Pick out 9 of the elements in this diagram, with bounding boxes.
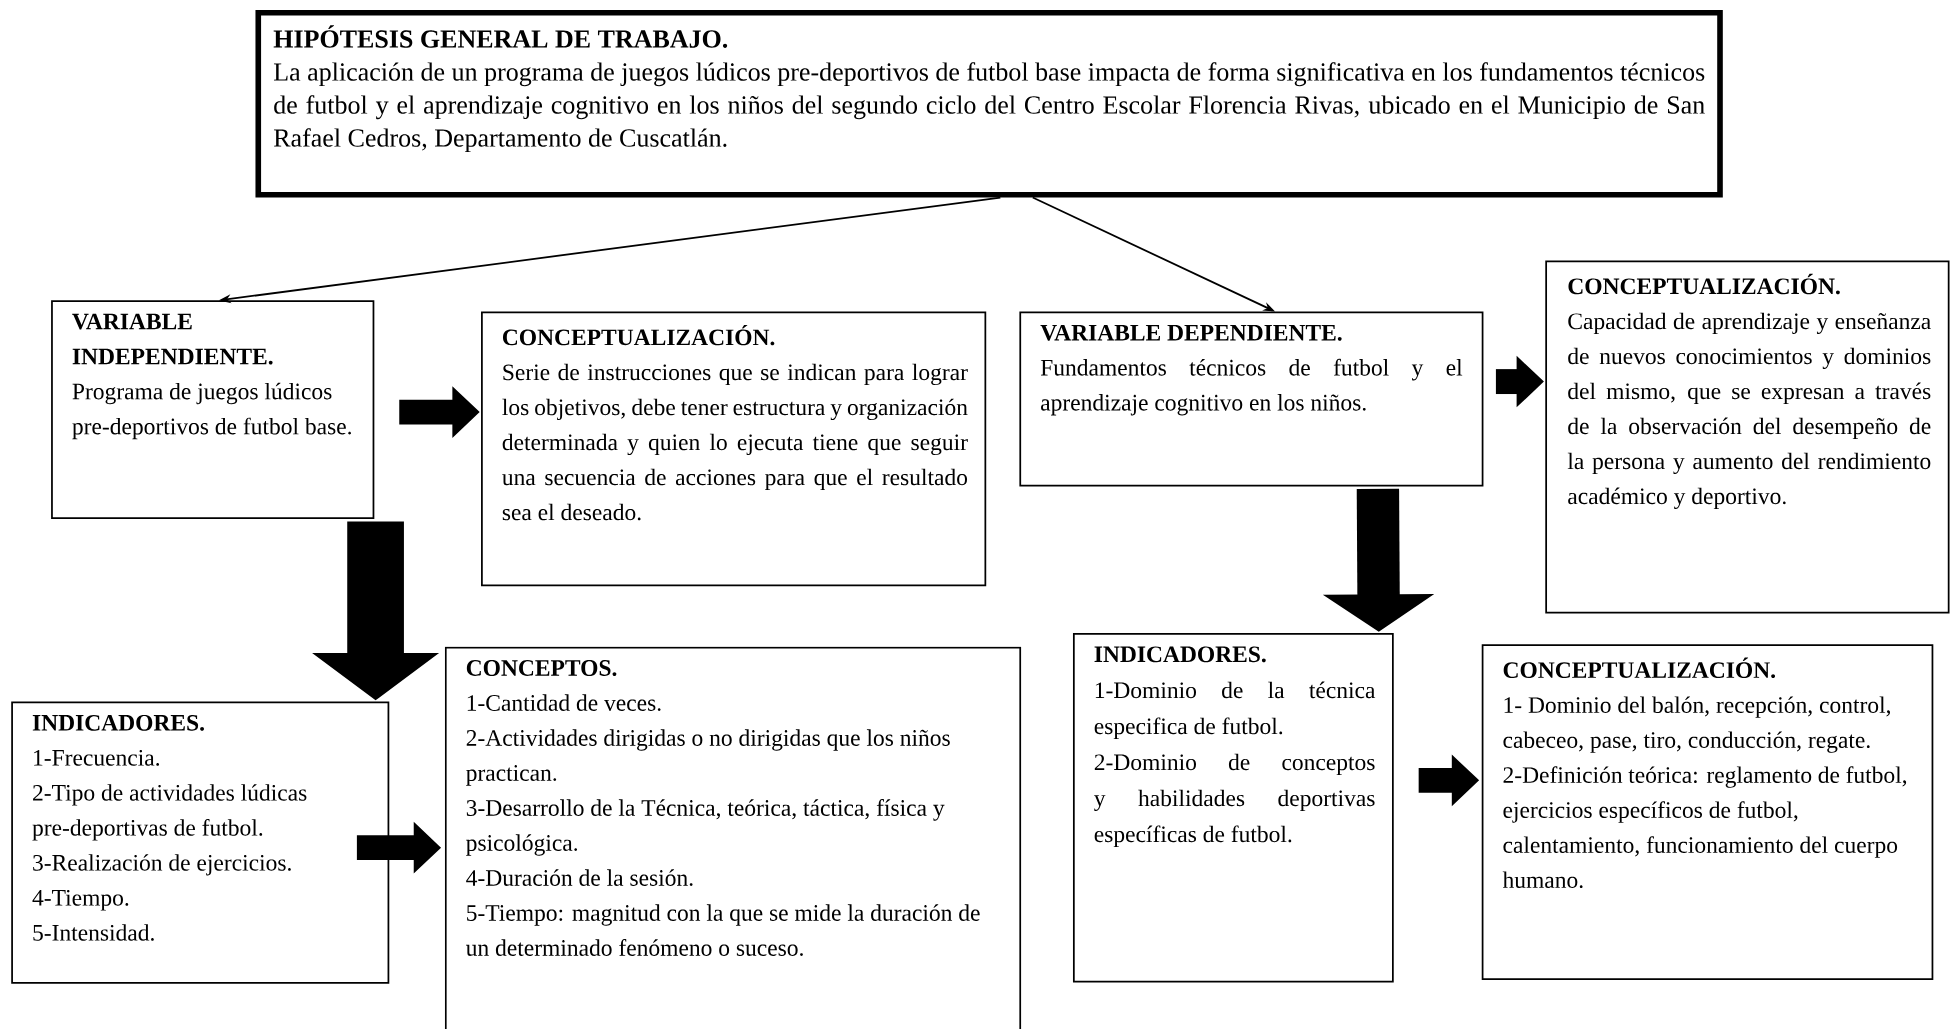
text-box: CONCEPTOS. 1-Cantidad de veces. 2-Actividades dirigidas o no dirigidas que los niños practican. 3-Desarrollo de la Técnica, teórica, táctica, física y psicológica. 4-Duración de la sesión. 5-Tiempo: magnitud con la que se mide la duración de un determinado fenómeno o suceso. xyxy=(444,646,1022,1029)
text-box: VARIABLE DEPENDIENTE. Fundamentos técnicos de futbol y el aprendizaje cognitivo en los niños. xyxy=(1019,311,1484,487)
text-box: CONCEPTUALIZACIÓN. 1- Dominio del balón, recepción, control, cabeceo, pase, tiro, conducción, regate. 2-Definición teórica: reglamento de futbol, ejercicios específicos de futbol, calentamiento, funcionamiento del cuerpo humano. xyxy=(1481,644,1934,980)
text-box: INDICADORES. 1-Frecuencia. 2-Tipo de actividades lúdicas pre-deportivas de futbol. 3-Realización de ejercicios. 4-Tiempo. 5-Intensidad. xyxy=(11,701,390,984)
text-box: VARIABLE INDEPENDIENTE. Programa de juegos lúdicos pre-deportivos de futbol base. xyxy=(51,300,375,519)
text-box: INDICADORES. 1-Dominio de la técnica especifica de futbol. 2-Dominio de conceptos y habilidades deportivas específicas de futbol. xyxy=(1072,632,1394,983)
text-box: CONCEPTUALIZACIÓN. Serie de instrucciones que se indican para lograr los objetivos, debe tener estructura y organización determinada y quien lo ejecuta tiene que seguir una secuencia de acciones para que el resultado sea el deseado. xyxy=(481,311,987,587)
text-box: CONCEPTUALIZACIÓN. Capacidad de aprendizaje y enseñanza de nuevos conocimientos y dominios del mismo, que se expresan a través de la observación del desempeño de la persona y aumento del rendimiento académico y deportivo. xyxy=(1545,260,1950,614)
hypothesis-box: HIPÓTESIS GENERAL DE TRABAJO. La aplicación de un programa de juegos lúdicos pre-deportivos de futbol base impacta de forma significativa en los fundamentos técnicos de futbol y el aprendizaje cognitivo en los niños del segundo ciclo del Centro Escolar Florencia Rivas, ubicado en el Municipio de San Rafael Cedros, Departamento de Cuscatlán. xyxy=(255,9,1723,198)
